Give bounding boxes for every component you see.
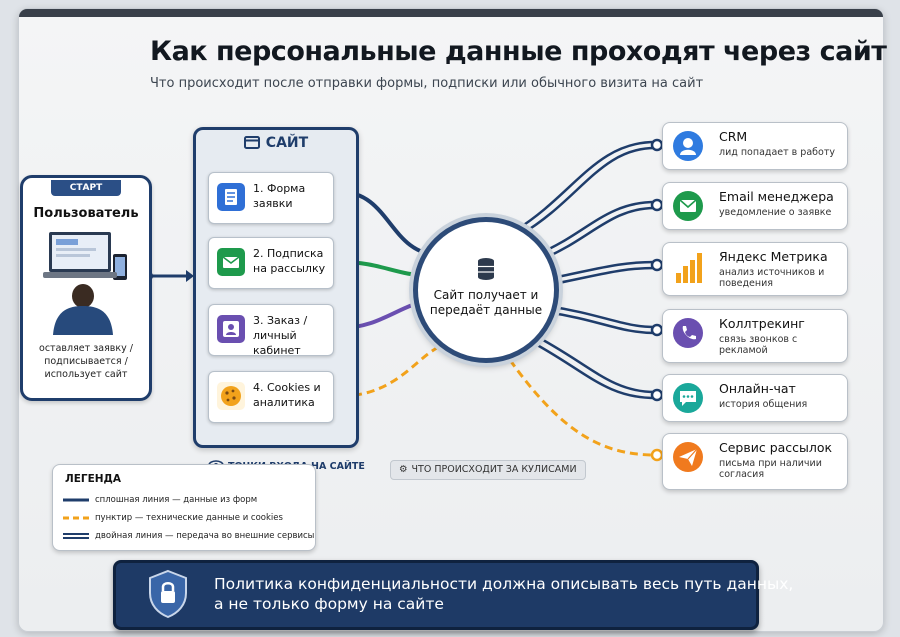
bar-chart-icon (673, 251, 703, 283)
page-title: Как персональные данные проходят через с… (150, 36, 887, 67)
chat-icon (673, 383, 703, 413)
service-mailing[interactable]: Сервис рассылок письма при наличии согла… (662, 433, 848, 490)
phone-icon (673, 318, 703, 348)
shield-lock-icon (149, 569, 187, 619)
entry-order[interactable]: 3. Заказ / личный кабинет (208, 304, 334, 357)
data-hub: Сайт получает и передаёт данные (413, 217, 559, 363)
service-desc: письма при наличии согласия (719, 458, 822, 480)
service-email[interactable]: Email менеджера уведомление о заявке (662, 182, 848, 230)
legend-double: двойная линия — передача во внешние серв… (63, 531, 315, 541)
service-name: Сервис рассылок (719, 440, 833, 455)
entry-label: 3. Заказ / личный кабинет (253, 314, 308, 357)
entry-label: 1. Форма заявки (253, 182, 306, 210)
user-profile-icon (217, 315, 245, 343)
legend-title: ЛЕГЕНДА (65, 473, 122, 485)
service-desc: связь звонков с рекламой (719, 334, 798, 356)
chat-line (527, 338, 656, 400)
legend-dashed: пунктир — технические данные и cookies (63, 513, 283, 523)
mail-icon (673, 191, 703, 221)
user-card: СТАРТ Пользователь оставляет заявку / по… (20, 175, 152, 401)
entry-cookies[interactable]: 4. Cookies и аналитика (208, 371, 334, 423)
site-panel: САЙТ 1. Форма заявки 2. Подписка на расс… (193, 127, 359, 448)
cookie-icon (217, 382, 245, 410)
browser-window-icon (243, 136, 260, 153)
user-title: Пользователь (33, 206, 139, 221)
entry-form[interactable]: 1. Форма заявки (208, 172, 334, 224)
gear-icon: ⚙ (399, 464, 408, 475)
service-metrika[interactable]: Яндекс Метрика анализ источников и повед… (662, 242, 848, 296)
service-name: Коллтрекинг (719, 316, 805, 331)
site-title: САЙТ (265, 135, 309, 151)
envelope-icon (217, 248, 245, 276)
top-bar (19, 9, 883, 17)
service-desc: лид попадает в работу (719, 147, 835, 158)
service-name: Онлайн-чат (719, 381, 796, 396)
start-badge: СТАРТ (51, 180, 121, 196)
service-desc: история общения (719, 399, 808, 410)
entry-label: 4. Cookies и аналитика (253, 381, 321, 409)
entry-label: 2. Подписка на рассылку (253, 247, 326, 275)
legend: ЛЕГЕНДА сплошная линия — данные из форм … (52, 464, 316, 551)
page-subtitle: Что происходит после отправки формы, под… (150, 76, 704, 91)
policy-banner: Политика конфиденциальности должна описы… (113, 560, 793, 630)
service-crm[interactable]: CRM лид попадает в работу (662, 122, 848, 170)
behind-scenes-label: ⚙ЧТО ПРОИСХОДИТ ЗА КУЛИСАМИ (390, 460, 586, 480)
service-calltracking[interactable]: Коллтрекинг связь звонков с рекламой (662, 309, 848, 363)
database-icon (478, 258, 494, 280)
service-chat[interactable]: Онлайн-чат история общения (662, 374, 848, 422)
calltracking-line (545, 310, 656, 335)
person-icon (673, 131, 703, 161)
service-name: CRM (719, 129, 748, 144)
policy-text: Политика конфиденциальности должна описы… (214, 575, 794, 613)
service-name: Email менеджера (719, 189, 834, 204)
user-laptop-icon (43, 232, 127, 335)
site-header: САЙТ (206, 135, 346, 155)
entry-subscription[interactable]: 2. Подписка на рассылку (208, 237, 334, 289)
metrika-line (547, 266, 656, 287)
service-name: Яндекс Метрика (719, 249, 828, 264)
crm-line (519, 146, 656, 237)
service-desc: анализ источников и поведения (719, 267, 825, 289)
mailing-line (508, 359, 656, 457)
form-icon (217, 183, 245, 211)
paper-plane-icon (673, 442, 703, 472)
email-line (539, 206, 656, 262)
hub-label: Сайт получает и передаёт данные (429, 288, 543, 317)
service-desc: уведомление о заявке (719, 207, 832, 218)
legend-solid: сплошная линия — данные из форм (63, 495, 258, 505)
user-description: оставляет заявку / подписывается / испол… (39, 343, 133, 380)
arrow-head (186, 270, 194, 282)
cookies-line (340, 343, 446, 398)
